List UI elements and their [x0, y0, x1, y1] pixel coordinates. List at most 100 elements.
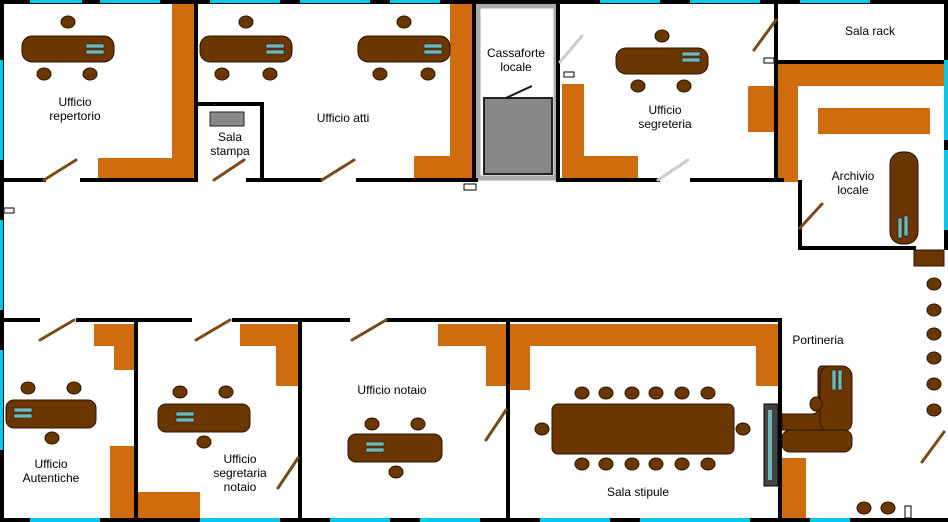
chair-icon	[926, 327, 942, 341]
outlet-icon	[563, 71, 575, 78]
chair-icon	[700, 457, 716, 471]
computer-icon	[837, 369, 843, 391]
outlet-icon	[904, 505, 912, 519]
chair-icon	[66, 381, 82, 395]
cabinet-icon	[778, 64, 948, 86]
chair-icon	[926, 377, 942, 391]
chair-icon	[735, 422, 751, 436]
cabinet-icon	[780, 458, 806, 518]
door-icon	[194, 318, 232, 342]
cabinets	[94, 4, 948, 518]
chair-icon	[20, 381, 36, 395]
room-label-cassaforte-locale: Cassaforte locale	[486, 46, 546, 74]
chair-icon	[648, 457, 664, 471]
door-icon	[656, 158, 690, 182]
cabinet-icon	[438, 324, 506, 386]
outlet-icon	[463, 183, 477, 191]
room-label-ufficio-segretaria-notaio: Ufficio segretaria notaio	[213, 452, 267, 494]
cabinet-icon	[414, 156, 472, 180]
door-icon	[42, 158, 78, 182]
desk-icon	[199, 35, 293, 63]
cabinet-icon	[172, 4, 194, 180]
desk-icon	[347, 433, 443, 463]
cabinet-icon	[138, 492, 200, 518]
printer-icon	[209, 111, 245, 127]
chair-icon	[630, 79, 646, 93]
chair-icon	[654, 29, 670, 43]
cabinet-icon	[510, 324, 780, 346]
chair-icon	[364, 417, 380, 431]
chair-icon	[598, 386, 614, 400]
chair-icon	[676, 79, 692, 93]
chair-icon	[410, 417, 426, 431]
chair-icon	[60, 15, 76, 29]
chair-icon	[856, 501, 872, 515]
cabinet-icon	[778, 64, 798, 182]
computer-icon	[265, 43, 285, 49]
computer-icon	[365, 447, 385, 453]
chair-icon	[648, 386, 664, 400]
computer-icon	[897, 217, 903, 239]
desk-icon	[21, 35, 115, 63]
chair-icon	[238, 15, 254, 29]
chair-icon	[700, 386, 716, 400]
chair-icon	[214, 67, 230, 81]
chair-icon	[262, 67, 278, 81]
desk-icon	[357, 35, 451, 63]
chair-icon	[809, 396, 823, 412]
door-icon	[920, 430, 946, 464]
cabinet-icon	[756, 324, 780, 386]
chair-icon	[674, 386, 690, 400]
computer-icon	[265, 49, 285, 55]
computer-icon	[681, 51, 701, 57]
computers	[13, 43, 909, 487]
cabinet-icon	[562, 156, 638, 180]
cabinet-icon	[510, 324, 530, 390]
chair-icon	[36, 67, 52, 81]
door-icon	[350, 318, 388, 342]
chair-icon	[534, 422, 550, 436]
room-label-portineria: Portineria	[792, 333, 844, 347]
computer-icon	[175, 417, 195, 423]
chair-icon	[926, 351, 942, 365]
room-label-ufficio-segreteria: Ufficio segreteria	[638, 103, 692, 131]
chair-icon	[172, 385, 188, 399]
reception-counter-icon	[781, 429, 853, 453]
chair-icon	[388, 465, 404, 479]
chair-icon	[926, 277, 942, 291]
computer-icon	[13, 407, 33, 413]
outlet-icon	[763, 57, 775, 64]
tv-screen-panel	[768, 410, 772, 480]
chair-icon	[880, 501, 896, 515]
chair-icon	[420, 67, 436, 81]
cabinet-icon	[94, 324, 134, 370]
door-icon	[276, 456, 300, 490]
chair-icon	[926, 403, 942, 417]
chair-icon	[674, 457, 690, 471]
computer-icon	[175, 411, 195, 417]
cabinet-icon	[110, 446, 136, 518]
room-label-sala-rack: Sala rack	[844, 24, 896, 38]
cabinet-icon	[748, 86, 774, 132]
room-label-ufficio-atti: Ufficio atti	[316, 111, 370, 125]
chair-icon	[372, 67, 388, 81]
safe-icon	[475, 3, 559, 181]
doors	[38, 18, 946, 490]
room-label-archivio-locale: Archivio locale	[831, 169, 875, 197]
door-icon	[752, 18, 778, 52]
cabinet-icon	[913, 249, 945, 267]
chair-icon	[218, 385, 234, 399]
computer-icon	[13, 413, 33, 419]
computer-icon	[681, 57, 701, 63]
cabinet-icon	[240, 324, 298, 386]
door-icon	[558, 34, 584, 64]
door-icon	[212, 158, 246, 182]
cabinet-icon	[450, 4, 472, 180]
desk-icon	[5, 399, 97, 429]
computer-icon	[423, 49, 443, 55]
door-icon	[320, 158, 356, 182]
chair-icon	[624, 457, 640, 471]
computer-icon	[85, 49, 105, 55]
room-label-ufficio-autentiche: Ufficio Autentiche	[22, 457, 80, 485]
chair-icon	[396, 15, 412, 29]
